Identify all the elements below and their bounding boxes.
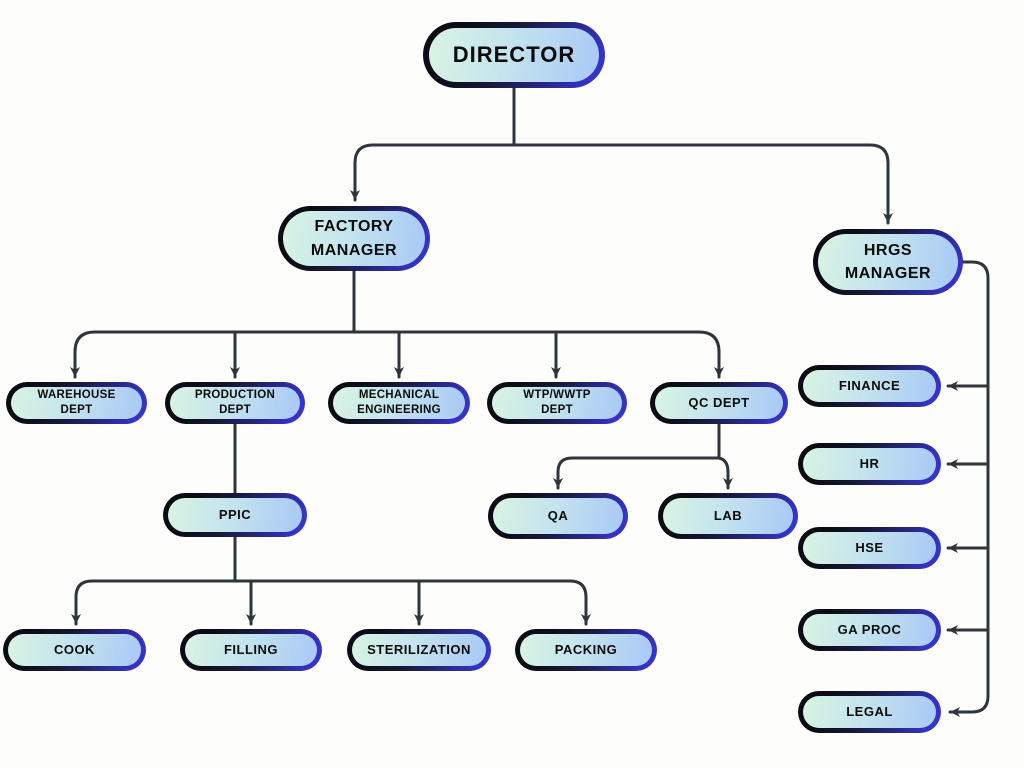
node-director-label: DIRECTOR — [452, 41, 576, 67]
node-hr: HR — [798, 443, 941, 485]
node-sterilization: STERILIZATION — [347, 629, 491, 671]
node-hrgs-manager: HRGS MANAGER — [813, 229, 963, 295]
node-lab: LAB — [658, 493, 798, 539]
node-lab-label: LAB — [713, 507, 743, 523]
node-qc-dept-label: QC DEPT — [688, 394, 750, 410]
node-packing-body: PACKING — [520, 634, 652, 666]
node-legal-label: LEGAL — [846, 703, 893, 719]
node-finance-body: FINANCE — [803, 370, 936, 402]
node-ga-proc: GA PROC — [798, 609, 941, 651]
node-factory-manager: FACTORY MANAGER — [278, 206, 430, 271]
node-hse: HSE — [798, 527, 941, 569]
node-director: DIRECTOR — [423, 22, 605, 88]
node-filling-body: FILLING — [185, 634, 317, 666]
node-packing: PACKING — [515, 629, 657, 671]
node-filling-label: FILLING — [223, 641, 279, 657]
node-filling: FILLING — [180, 629, 322, 671]
node-hrgs-manager-body: HRGS MANAGER — [818, 234, 958, 290]
node-mechanical-engineering-body: MECHANICAL ENGINEERING — [333, 387, 465, 419]
node-finance: FINANCE — [798, 365, 941, 407]
node-ga-proc-label: GA PROC — [837, 621, 902, 637]
node-qa-label: QA — [547, 507, 569, 523]
node-factory-manager-label: FACTORY MANAGER — [310, 218, 398, 259]
node-wtp-wwtp-dept-body: WTP/WWTP DEPT — [492, 387, 622, 419]
node-warehouse-dept-label: WAREHOUSE DEPT — [37, 389, 116, 416]
node-warehouse-dept: WAREHOUSE DEPT — [6, 382, 147, 424]
node-hr-body: HR — [803, 448, 936, 480]
node-lab-body: LAB — [663, 498, 793, 534]
node-production-dept: PRODUCTION DEPT — [165, 382, 305, 424]
node-mechanical-engineering-label: MECHANICAL ENGINEERING — [357, 389, 441, 416]
node-warehouse-dept-body: WAREHOUSE DEPT — [11, 387, 142, 419]
node-finance-label: FINANCE — [838, 377, 901, 393]
node-packing-label: PACKING — [554, 641, 618, 657]
node-wtp-wwtp-dept-label: WTP/WWTP DEPT — [523, 389, 591, 416]
node-sterilization-body: STERILIZATION — [352, 634, 486, 666]
node-production-dept-body: PRODUCTION DEPT — [170, 387, 300, 419]
node-hrgs-manager-label: HRGS MANAGER — [844, 241, 932, 282]
node-ppic-label: PPIC — [218, 506, 252, 522]
node-hse-body: HSE — [803, 532, 936, 564]
node-hse-label: HSE — [855, 539, 884, 555]
node-production-dept-label: PRODUCTION DEPT — [194, 389, 276, 416]
node-qc-dept-body: QC DEPT — [655, 387, 783, 419]
node-sterilization-label: STERILIZATION — [367, 641, 471, 657]
node-ppic: PPIC — [163, 493, 307, 537]
node-ppic-body: PPIC — [168, 498, 302, 532]
node-legal: LEGAL — [798, 691, 941, 733]
node-cook-label: COOK — [54, 641, 95, 657]
node-qc-dept: QC DEPT — [650, 382, 788, 424]
node-wtp-wwtp-dept: WTP/WWTP DEPT — [487, 382, 627, 424]
node-qa: QA — [488, 493, 628, 539]
node-cook: COOK — [3, 629, 146, 671]
node-cook-body: COOK — [8, 634, 141, 666]
node-ga-proc-body: GA PROC — [803, 614, 936, 646]
node-legal-body: LEGAL — [803, 696, 936, 728]
node-factory-manager-body: FACTORY MANAGER — [283, 211, 425, 266]
node-qa-body: QA — [493, 498, 623, 534]
node-hr-label: HR — [859, 455, 880, 471]
node-director-body: DIRECTOR — [429, 28, 599, 82]
node-mechanical-engineering: MECHANICAL ENGINEERING — [328, 382, 470, 424]
